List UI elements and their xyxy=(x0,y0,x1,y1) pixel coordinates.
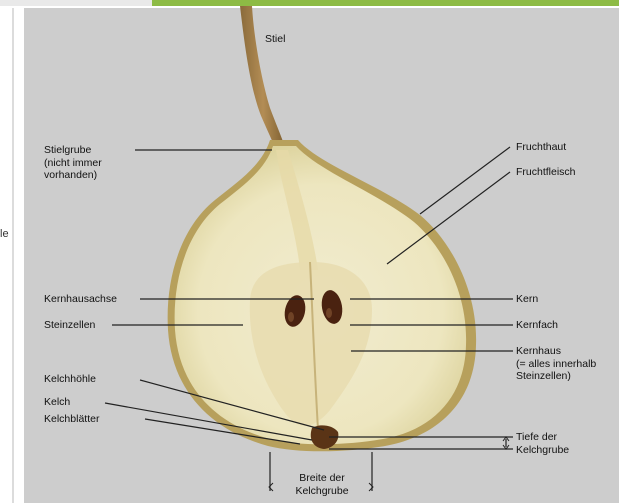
label-breite-kelchgrube: Breite der Kelchgrube xyxy=(280,472,364,497)
label-stiel: Stiel xyxy=(265,33,285,46)
label-kelch: Kelch xyxy=(44,396,70,409)
label-kelchhoehle: Kelchhöhle xyxy=(44,373,96,386)
label-kelchblaetter: Kelchblätter xyxy=(44,413,99,426)
label-kernfach: Kernfach xyxy=(516,319,558,332)
label-fruchthaut: Fruchthaut xyxy=(516,141,566,154)
label-fruchtfleisch: Fruchtfleisch xyxy=(516,166,576,179)
label-kern: Kern xyxy=(516,293,538,306)
label-kernhaus: Kernhaus (= alles innerhalb Steinzellen) xyxy=(516,345,596,383)
label-stielgrube: Stielgrube (nicht immer vorhanden) xyxy=(44,144,102,182)
pear-stem xyxy=(240,6,286,150)
label-kernhausachse: Kernhausachse xyxy=(44,293,117,306)
label-tiefe-kelchgrube: Tiefe der Kelchgrube xyxy=(516,431,569,456)
label-steinzellen: Steinzellen xyxy=(44,319,95,332)
